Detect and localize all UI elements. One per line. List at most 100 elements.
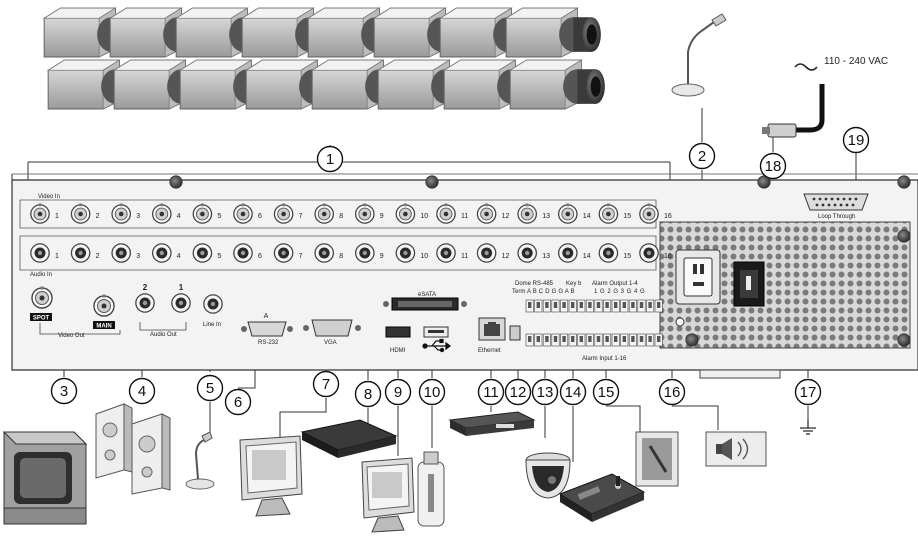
terminal-screw <box>596 302 601 308</box>
video-in-number: 12 <box>502 213 510 220</box>
callout-number: 12 <box>510 384 527 401</box>
terminal-screw <box>545 302 549 308</box>
esata-connector[interactable] <box>383 297 467 311</box>
callout-9: 9 <box>384 378 412 406</box>
terminal-screw <box>579 336 583 342</box>
callout-19: 19 <box>842 126 870 154</box>
line-in-connector[interactable] <box>203 294 223 314</box>
audio-in-number: 6 <box>258 253 262 260</box>
audio-in-6-connector[interactable] <box>233 243 253 263</box>
terminal-screw <box>639 302 644 308</box>
audio-out-1-connector[interactable] <box>171 293 191 313</box>
video-in-number: 16 <box>664 213 672 220</box>
callout-number: 9 <box>394 384 402 401</box>
callout-number: 13 <box>537 384 554 401</box>
vga-label: VGA <box>324 340 337 346</box>
audio-in-9-connector[interactable] <box>354 243 375 263</box>
audio-in-number: 15 <box>623 253 631 260</box>
callout-number: 6 <box>234 394 242 411</box>
callout-number: 16 <box>664 384 681 401</box>
callout-number: 18 <box>765 158 782 175</box>
rs232-connector[interactable] <box>241 321 293 337</box>
screw-icon <box>685 333 699 347</box>
ground-icon <box>800 420 816 435</box>
callout-number: 19 <box>848 132 865 149</box>
audio-in-number: 9 <box>380 253 384 260</box>
video-in-number: 13 <box>542 213 550 220</box>
alarm-output-siren-icon <box>705 431 767 467</box>
video-in-number: 5 <box>217 213 221 220</box>
terminal-screw <box>553 302 558 308</box>
main-tag <box>93 321 115 329</box>
terminal-screw <box>596 336 601 342</box>
terminal-screw <box>639 336 644 342</box>
callout-2: 2 <box>688 142 716 170</box>
audio-in-1-connector[interactable] <box>30 243 50 263</box>
audio-in-8-connector[interactable] <box>314 243 335 263</box>
terminal-screw <box>605 302 609 308</box>
hdmi-label: HDMI <box>390 348 406 354</box>
callout-number: 3 <box>60 383 68 400</box>
terminal-screw <box>622 302 626 308</box>
usb-icon <box>422 338 451 353</box>
callout-7: 7 <box>312 370 340 398</box>
callout-10: 10 <box>418 378 446 406</box>
loop-through-label: Loop Through <box>818 214 855 220</box>
terminal-screw <box>648 302 652 308</box>
audio-in-number: 13 <box>542 253 550 260</box>
alarm-output-pins-label: 1 G 2 G 3 G 4 G <box>594 289 645 295</box>
audio-in-5-connector[interactable] <box>192 243 213 263</box>
callout-4: 4 <box>128 377 156 405</box>
hdmi-connector[interactable] <box>385 326 411 338</box>
callout-16: 16 <box>658 378 686 406</box>
audio-in-14-connector[interactable] <box>557 243 578 263</box>
spot-tag <box>30 313 52 321</box>
video-in-number: 4 <box>177 213 181 220</box>
callout-3: 3 <box>50 377 78 405</box>
video-in-number: 7 <box>299 213 303 220</box>
video-in-number: 1 <box>55 213 59 220</box>
callout-number: 11 <box>483 384 499 401</box>
video-in-label: Video In <box>38 194 60 200</box>
terminal-screw <box>571 336 575 342</box>
alarm-input-sensor-icon <box>635 431 679 487</box>
callout-number: 14 <box>565 384 582 401</box>
audio-in-12-connector[interactable] <box>476 243 497 263</box>
camera-array <box>43 7 606 110</box>
audio-in-7-connector[interactable] <box>273 243 294 263</box>
audio-in-15-connector[interactable] <box>598 243 619 263</box>
ground-screw <box>675 317 685 327</box>
termination-switch[interactable] <box>509 325 521 341</box>
terminal-screw <box>536 336 540 342</box>
audio-out-1-number: 1 <box>179 283 184 292</box>
audio-out-2-connector[interactable] <box>135 293 155 313</box>
terminal-screw <box>614 302 618 308</box>
hdmi-monitor-icon <box>361 457 415 533</box>
audio-in-16-connector[interactable] <box>639 243 659 263</box>
audio-in-4-connector[interactable] <box>151 243 172 263</box>
callout-12: 12 <box>504 378 532 406</box>
audio-in-2-connector[interactable] <box>70 243 91 263</box>
line-in-microphone-icon <box>185 431 215 490</box>
video-in-number: 14 <box>583 213 591 220</box>
audio-in-13-connector[interactable] <box>517 243 538 263</box>
ethernet-connector[interactable] <box>478 317 506 341</box>
rs232-label: RS-232 <box>258 340 279 346</box>
audio-in-3-connector[interactable] <box>111 243 132 263</box>
vga-connector[interactable] <box>303 319 361 337</box>
terminal-screw <box>553 336 558 342</box>
audio-in-11-connector[interactable] <box>436 243 456 263</box>
screw-icon <box>897 333 911 347</box>
video-in-number: 15 <box>623 213 631 220</box>
video-in-number: 11 <box>461 213 468 220</box>
terminal-screw <box>588 302 592 308</box>
audio-in-10-connector[interactable] <box>395 243 416 263</box>
audio-in-number: 12 <box>502 253 510 260</box>
terminal-screw <box>528 336 532 342</box>
ptz-keyboard-icon <box>558 473 646 522</box>
callout-number: 4 <box>138 383 146 400</box>
network-router-icon <box>448 411 536 436</box>
